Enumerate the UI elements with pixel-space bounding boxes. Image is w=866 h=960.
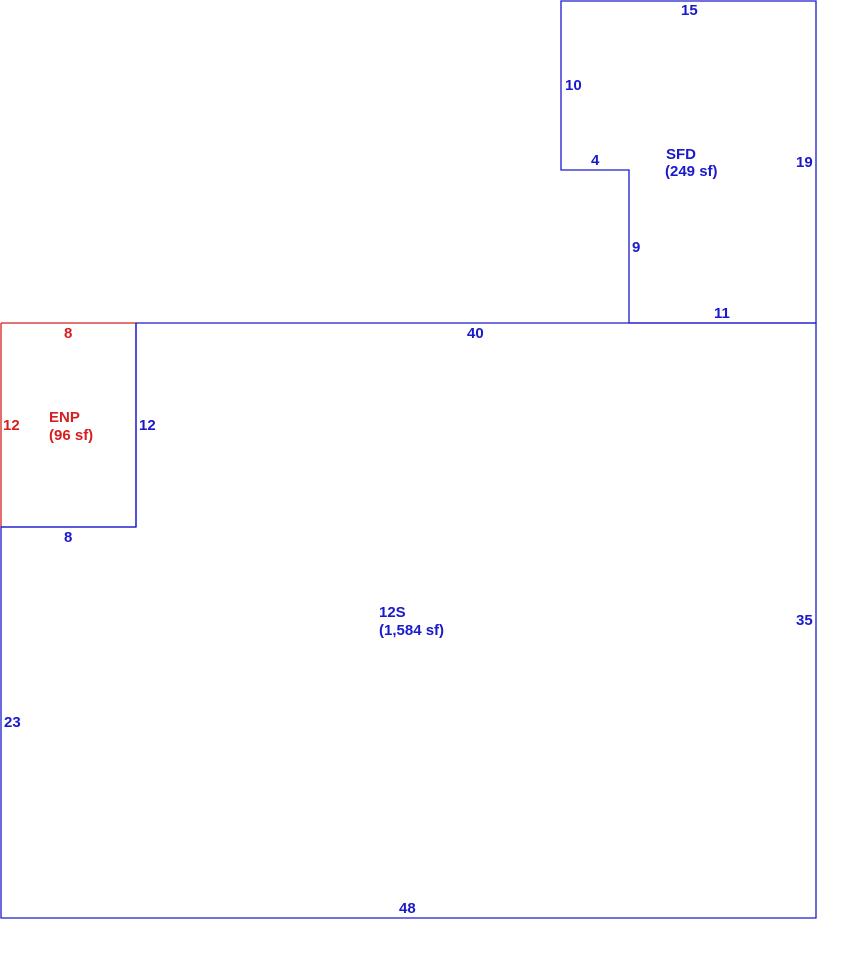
dim-sfd-right: 19	[796, 154, 813, 171]
enp-area-size: (96 sf)	[49, 427, 93, 444]
enp-porch-outline	[0, 322, 137, 528]
main-area-code: 12S	[379, 604, 406, 621]
dim-main-right: 35	[796, 612, 813, 629]
dim-sfd-notch: 4	[591, 152, 600, 169]
sfd-area-size: (249 sf)	[665, 163, 718, 180]
dim-sfd-top: 15	[681, 2, 698, 19]
enp-area-code: ENP	[49, 409, 80, 426]
main-building-outline	[0, 322, 817, 919]
main-area-size: (1,584 sf)	[379, 622, 444, 639]
sfd-area-code: SFD	[666, 146, 696, 163]
dim-enp-top: 8	[64, 325, 72, 342]
sfd-deck-outline	[560, 0, 817, 324]
dim-sfd-left-upper: 10	[565, 77, 582, 94]
dim-sfd-bottom: 11	[714, 305, 730, 322]
dim-sfd-left-lower: 9	[632, 239, 640, 256]
dim-enp-left: 12	[3, 417, 20, 434]
dim-enp-right: 12	[139, 417, 156, 434]
dim-main-top: 40	[467, 325, 484, 342]
dim-enp-bottom: 8	[64, 529, 72, 546]
dim-main-bottom: 48	[399, 900, 416, 917]
dim-main-left: 23	[4, 714, 21, 731]
